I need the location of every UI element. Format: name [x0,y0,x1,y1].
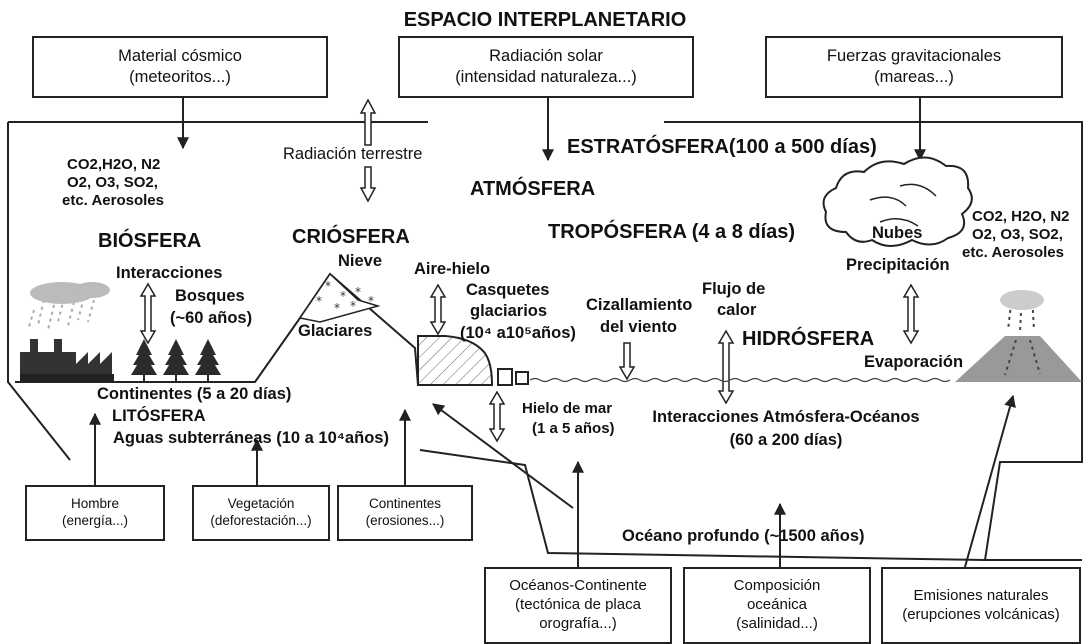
double-arrow-interacciones [139,282,157,345]
ice-cap-icon [417,335,494,386]
page-title: ESPACIO INTERPLANETARIO [403,9,687,31]
label-flujo-2: calor [717,301,757,319]
label-radiacion-terrestre: Radiación terrestre [283,145,423,163]
system-boundary-lower [7,122,986,561]
cloud-icon [822,156,973,247]
label-criosfera: CRIÓSFERA [292,226,410,248]
svg-text:*: * [350,299,356,313]
label-aire-hielo: Aire-hielo [414,260,491,278]
sea-ice-block-2 [515,371,529,385]
label-hielo-mar-2: (1 a 5 años) [532,420,615,437]
label-hidrosfera: HIDRÓSFERA [742,328,875,350]
volcano-icon [955,290,1082,382]
box-vegetacion: Vegetación(deforestación...) [192,485,330,541]
svg-text:*: * [368,294,374,308]
box-continentes: Continentes(erosiones...) [337,485,473,541]
double-arrow-precipitacion [902,283,920,345]
label-cizallamiento-1: Cizallamiento [586,296,693,314]
label-aguas: Aguas subterráneas (10 a 10⁴años) [113,429,389,447]
label-cizallamiento-2: del viento [600,318,678,336]
label-casquetes-1: Casquetes [466,281,550,299]
sea-ice-block-1 [497,368,513,386]
hollow-arrow-radiation-down [359,166,377,203]
label-bosques-2: (~60 años) [170,309,253,327]
box-radiacion-solar: Radiación solar(intensidad naturaleza...… [398,36,694,98]
label-hielo-mar-1: Hielo de mar [522,400,613,417]
label-nubes: Nubes [872,224,923,242]
double-arrow-hielo-mar [488,390,506,443]
gases-right-line3: etc. Aerosoles [962,244,1064,261]
label-casquetes-2: glaciarios [470,302,548,320]
label-atmosfera: ATMÓSFERA [470,178,596,200]
double-arrow-aire-hielo [429,283,447,336]
label-evaporacion: Evaporación [864,353,964,371]
ocean-surface-line [529,377,951,383]
snow-flakes: *** **** [316,279,374,315]
factory-icon [20,282,114,381]
double-arrow-flujo-calor [717,329,735,405]
label-continentes: Continentes (5 a 20 días) [97,385,292,403]
label-troposfera: TROPÓSFERA (4 a 8 días) [548,221,796,243]
label-litosfera: LITÓSFERA [112,407,206,425]
label-flujo-1: Flujo de [702,280,766,298]
label-oceano-profundo: Océano profundo (~1500 años) [622,527,865,545]
gases-left-line2: O2, O3, SO2, [67,174,158,191]
label-biosfera: BIÓSFERA [98,230,202,252]
svg-text:*: * [355,285,361,299]
gases-right-line2: O2, O3, SO2, [972,226,1063,243]
svg-text:*: * [316,294,322,308]
gases-right-line1: CO2, H2O, N2 [972,208,1070,225]
gases-left-line1: CO2,H2O, N2 [67,156,161,173]
arrow-cizallamiento [618,342,636,381]
svg-text:*: * [334,301,340,315]
label-interacciones-ao-2: (60 a 200 días) [729,431,843,449]
label-nieve: Nieve [338,252,383,270]
hollow-arrow-radiation-up [359,98,377,146]
box-material-cosmico: Material cósmico(meteoritos...) [32,36,328,98]
svg-text:*: * [340,289,346,303]
label-interacciones-ao-1: Interacciones Atmósfera-Océanos [652,408,920,426]
svg-text:*: * [325,279,331,293]
glacier-peak [298,272,381,323]
box-fuerzas-gravitacionales: Fuerzas gravitacionales(mareas...) [765,36,1063,98]
label-bosques-1: Bosques [175,287,245,305]
system-boundary [8,121,1083,561]
label-estratosfera: ESTRATÓSFERA(100 a 500 días) [567,136,877,158]
label-glaciares: Glaciares [298,322,373,340]
label-precipitacion: Precipitación [846,256,950,274]
box-emisiones-naturales: Emisiones naturales(erupciones volcánica… [881,567,1081,644]
trees-icon [131,339,221,381]
box-hombre: Hombre(energía...) [25,485,165,541]
label-casquetes-3: (10⁴ a10⁵años) [460,324,576,342]
arrow-emisiones-up [964,394,1016,568]
label-interacciones: Interacciones [116,264,223,282]
gases-left-line3: etc. Aerosoles [62,192,164,209]
